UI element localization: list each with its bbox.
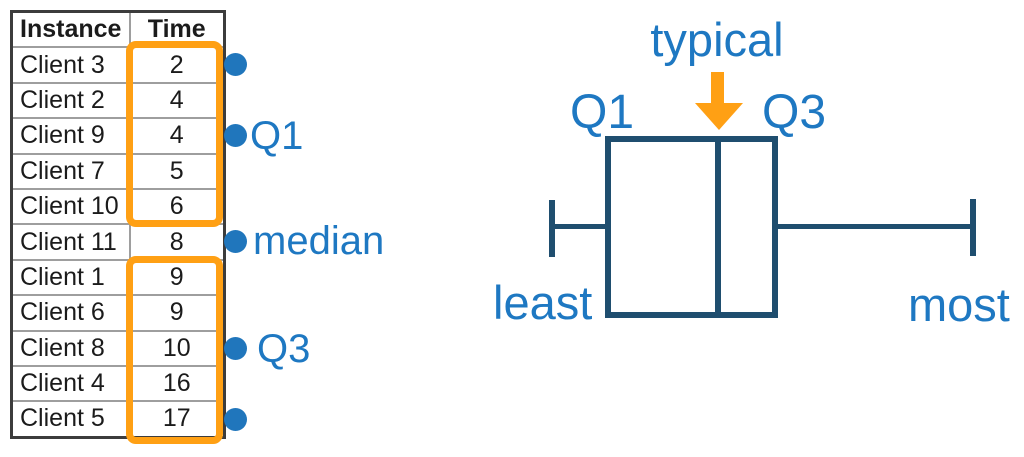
lower-half-highlight-box — [126, 41, 223, 227]
boxplot-q3-label: Q3 — [762, 86, 827, 139]
table-row: Client 5 17 — [10, 400, 226, 439]
q1-dot — [224, 124, 247, 147]
typical-arrow-shaft — [711, 72, 724, 104]
instance-cell: Client 5 — [10, 400, 131, 439]
column-header-instance: Instance — [10, 10, 131, 49]
time-cell: 9 — [128, 294, 226, 332]
time-cell: 16 — [128, 364, 226, 403]
q1-callout-label: Q1 — [250, 114, 304, 158]
most-dot — [224, 408, 247, 431]
table-row: Client 10 6 — [10, 187, 226, 226]
instance-cell: Client 3 — [10, 46, 131, 84]
table-row: Client 1 9 — [10, 258, 226, 297]
left-whisker-line — [552, 224, 605, 229]
time-cell: 17 — [128, 400, 226, 439]
median-line — [715, 136, 721, 318]
table-row: Client 6 9 — [10, 294, 226, 332]
left-whisker-cap — [549, 200, 555, 257]
table-row: Client 8 10 — [10, 329, 226, 367]
instance-cell: Client 8 — [10, 329, 131, 367]
instance-time-table: Instance Time Client 3 2 Client 2 4 Clie… — [10, 10, 226, 439]
table-row: Client 3 2 — [10, 46, 226, 84]
instance-cell: Client 6 — [10, 294, 131, 332]
median-dot — [224, 230, 247, 253]
median-callout-label: median — [253, 219, 385, 263]
typical-label: typical — [650, 13, 784, 66]
right-whisker-line — [778, 224, 973, 229]
time-cell: 2 — [128, 46, 226, 84]
instance-cell: Client 11 — [10, 223, 131, 261]
least-dot — [224, 53, 247, 76]
instance-cell: Client 1 — [10, 258, 131, 297]
most-label: most — [908, 278, 1010, 331]
time-cell: 8 — [128, 223, 226, 261]
q3-dot — [224, 337, 247, 360]
time-cell: 6 — [128, 187, 226, 226]
table-row: Client 7 5 — [10, 152, 226, 190]
least-label: least — [493, 276, 593, 329]
q3-callout-label: Q3 — [257, 327, 311, 371]
instance-cell: Client 10 — [10, 187, 131, 226]
upper-half-highlight-box — [126, 256, 223, 444]
typical-arrow-down-icon — [695, 103, 743, 130]
time-cell: 5 — [128, 152, 226, 190]
time-cell: 4 — [128, 117, 226, 155]
right-whisker-cap — [970, 199, 976, 256]
instance-cell: Client 2 — [10, 81, 131, 120]
instance-cell: Client 7 — [10, 152, 131, 190]
iqr-box — [605, 136, 778, 318]
time-cell: 10 — [128, 329, 226, 367]
instance-cell: Client 9 — [10, 117, 131, 155]
boxplot-q1-label: Q1 — [570, 86, 635, 139]
instance-cell: Client 4 — [10, 364, 131, 403]
table-body: Client 3 2 Client 2 4 Client 9 4 Client … — [10, 46, 226, 439]
table-row: Client 11 8 — [10, 223, 226, 261]
table-row: Client 9 4 — [10, 117, 226, 155]
